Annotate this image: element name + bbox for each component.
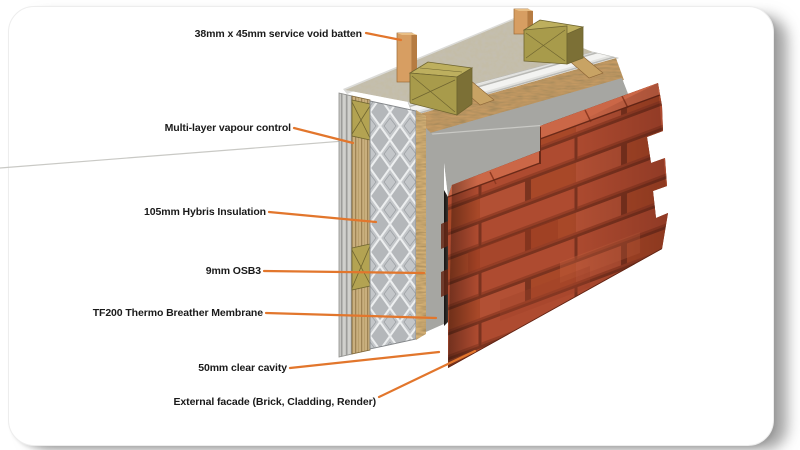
membrane-grey-band	[426, 78, 632, 197]
leader-external-facade	[377, 349, 477, 399]
clear-cavity-gap	[444, 190, 448, 326]
label-hybris-insulation: 105mm Hybris Insulation	[144, 206, 266, 218]
label-osb3: 9mm OSB3	[205, 265, 261, 277]
hybris-insulation-quilt-face	[369, 100, 417, 350]
leader-hybris-insulation	[267, 210, 378, 224]
leader-breather-membrane	[264, 311, 438, 320]
leader-clear-cavity	[288, 350, 441, 370]
noggin-block	[408, 61, 474, 116]
service-void-batten-post	[396, 32, 417, 83]
leader-service-void-batten	[364, 31, 403, 42]
breather-membrane-face	[426, 128, 444, 332]
label-breather-membrane: TF200 Thermo Breather Membrane	[92, 307, 263, 319]
noggin-block	[522, 19, 585, 65]
label-clear-cavity: 50mm clear cavity	[198, 362, 287, 374]
brick-tooth-side	[441, 269, 448, 297]
vapour-control-layer-face	[338, 92, 353, 358]
label-service-void-batten: 38mm x 45mm service void batten	[194, 28, 362, 40]
brick-tooth-side	[441, 221, 448, 249]
osb-top-band	[412, 58, 624, 136]
label-vapour-control: Multi-layer vapour control	[164, 122, 291, 134]
label-external-facade: External facade (Brick, Cladding, Render…	[173, 396, 377, 408]
timber-noggin-marks	[351, 99, 371, 291]
osb-edge-strip	[416, 110, 426, 340]
membrane-lap-line	[0, 123, 561, 169]
leader-vapour-control	[292, 126, 355, 145]
leader-lines	[262, 31, 477, 399]
leader-osb3	[262, 269, 426, 275]
